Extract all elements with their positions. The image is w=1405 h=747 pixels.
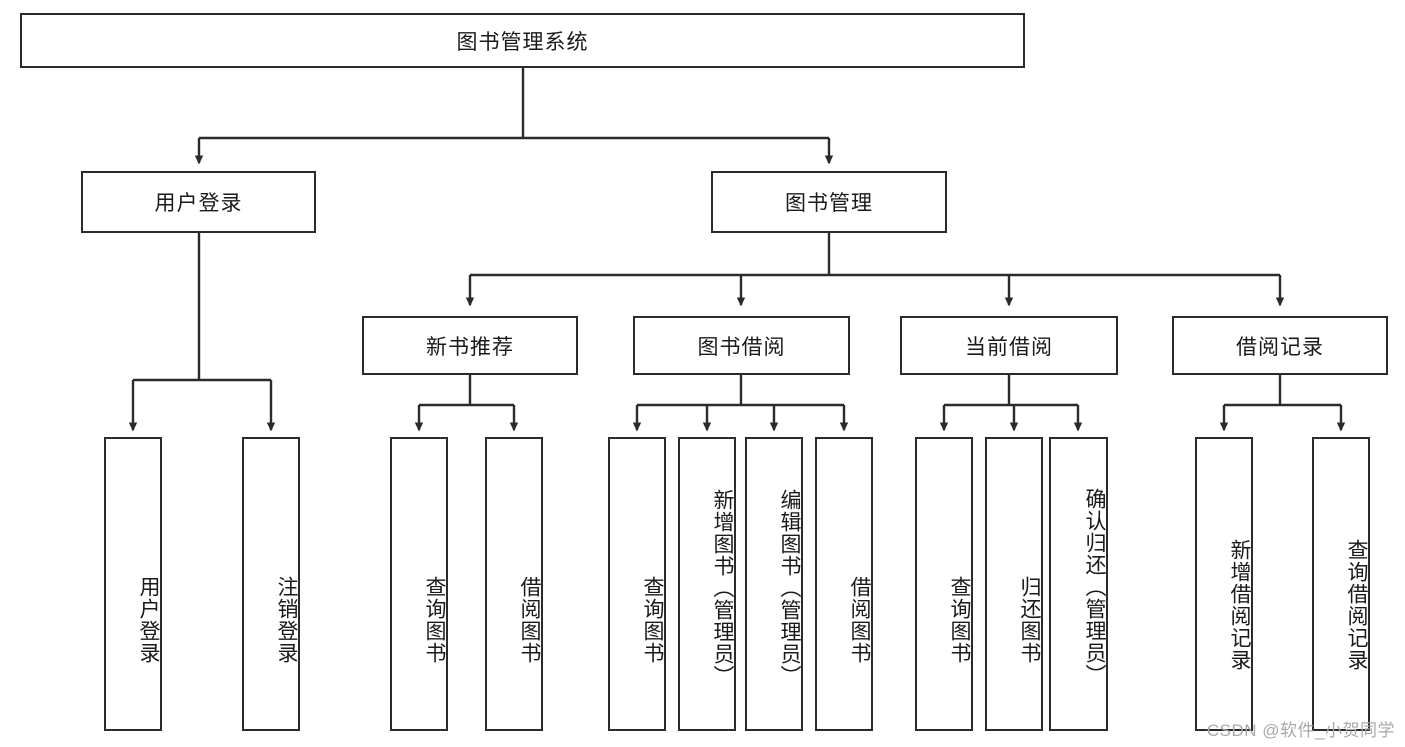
node-current-borrow[interactable]: 当前借阅 [900,316,1118,375]
node-label: 用户登录 [154,192,243,215]
leaf-current-return-book[interactable]: 归还图书 [985,437,1043,731]
node-label: 注销登录 [275,576,298,664]
node-label: 当前借阅 [965,335,1053,359]
node-label: 归还图书 [1018,576,1041,664]
node-label: 图书借阅 [697,335,786,359]
node-label: 借阅图书 [518,576,541,664]
leaf-record-add-borrow-record[interactable]: 新增借阅记录 [1195,437,1253,731]
node-label: 图书管理系统 [456,30,589,54]
leaf-recommend-query-book[interactable]: 查询图书 [390,437,448,731]
leaf-borrow-add-book-admin[interactable]: 新增图书（管理员） [678,437,736,731]
leaf-borrow-borrow-book[interactable]: 借阅图书 [815,437,873,731]
node-book-borrow[interactable]: 图书借阅 [633,316,850,375]
node-label: 确认归还（管理员） [1083,488,1106,686]
leaf-borrow-edit-book-admin[interactable]: 编辑图书（管理员） [745,437,803,731]
leaf-recommend-borrow-book[interactable]: 借阅图书 [485,437,543,731]
node-label: 借阅图书 [848,576,871,664]
leaf-record-query-borrow-record[interactable]: 查询借阅记录 [1312,437,1370,731]
leaf-user-login-signout[interactable]: 注销登录 [242,437,300,731]
node-label: 用户登录 [137,576,160,664]
node-label: 查询图书 [948,576,971,664]
node-label: 图书管理 [785,192,873,215]
node-label: 新增图书（管理员） [711,489,734,687]
node-label: 查询借阅记录 [1345,539,1368,671]
node-label: 查询图书 [423,576,446,664]
leaf-borrow-query-book[interactable]: 查询图书 [608,437,666,731]
node-label: 新增借阅记录 [1228,539,1251,671]
node-user-login[interactable]: 用户登录 [81,171,316,233]
node-label: 新书推荐 [426,335,514,359]
node-borrow-record[interactable]: 借阅记录 [1172,316,1388,375]
node-label: 借阅记录 [1236,335,1324,359]
leaf-current-query-book[interactable]: 查询图书 [915,437,973,731]
node-root-system[interactable]: 图书管理系统 [20,13,1025,68]
leaf-user-login-signin[interactable]: 用户登录 [104,437,162,731]
node-label: 查询图书 [641,576,664,664]
watermark-text: CSDN @软件_小贺同学 [1206,721,1395,740]
leaf-current-confirm-return-admin[interactable]: 确认归还（管理员） [1049,437,1108,731]
node-label: 编辑图书（管理员） [778,489,801,687]
node-book-management[interactable]: 图书管理 [711,171,947,233]
node-new-book-recommend[interactable]: 新书推荐 [362,316,578,375]
